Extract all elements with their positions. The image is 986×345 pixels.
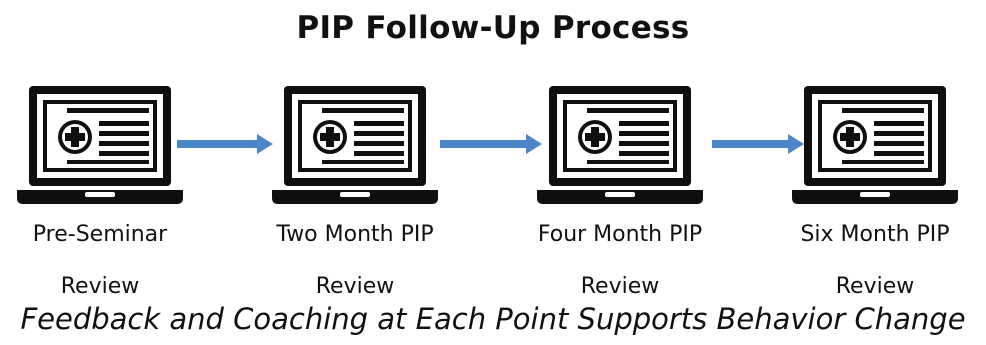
footer-caption: Feedback and Coaching at Each Point Supp…	[20, 302, 966, 336]
arrow-right-icon	[712, 134, 804, 154]
laptop-medical-record-icon	[535, 84, 705, 210]
step-label-line1: Two Month PIP	[276, 222, 434, 247]
step-pre-seminar: Pre-Seminar Review	[0, 84, 200, 299]
step-two-month: Two Month PIP Review	[255, 84, 455, 299]
step-four-month: Four Month PIP Review	[520, 84, 720, 299]
arrow-right-icon	[440, 134, 542, 154]
diagram-title: PIP Follow-Up Process	[296, 10, 690, 46]
step-six-month: Six Month PIP Review	[775, 84, 975, 299]
step-label-line1: Four Month PIP	[537, 222, 703, 247]
laptop-medical-record-icon	[270, 84, 440, 210]
laptop-medical-record-icon	[15, 84, 185, 210]
step-label-line1: Pre-Seminar	[32, 222, 168, 247]
step-label-line2: Review	[315, 274, 395, 299]
step-label-line2: Review	[580, 274, 660, 299]
laptop-medical-record-icon	[790, 84, 960, 210]
step-label-line2: Review	[60, 274, 140, 299]
arrow-right-icon	[177, 134, 273, 154]
step-label-line1: Six Month PIP	[800, 222, 950, 247]
step-label-line2: Review	[835, 274, 915, 299]
